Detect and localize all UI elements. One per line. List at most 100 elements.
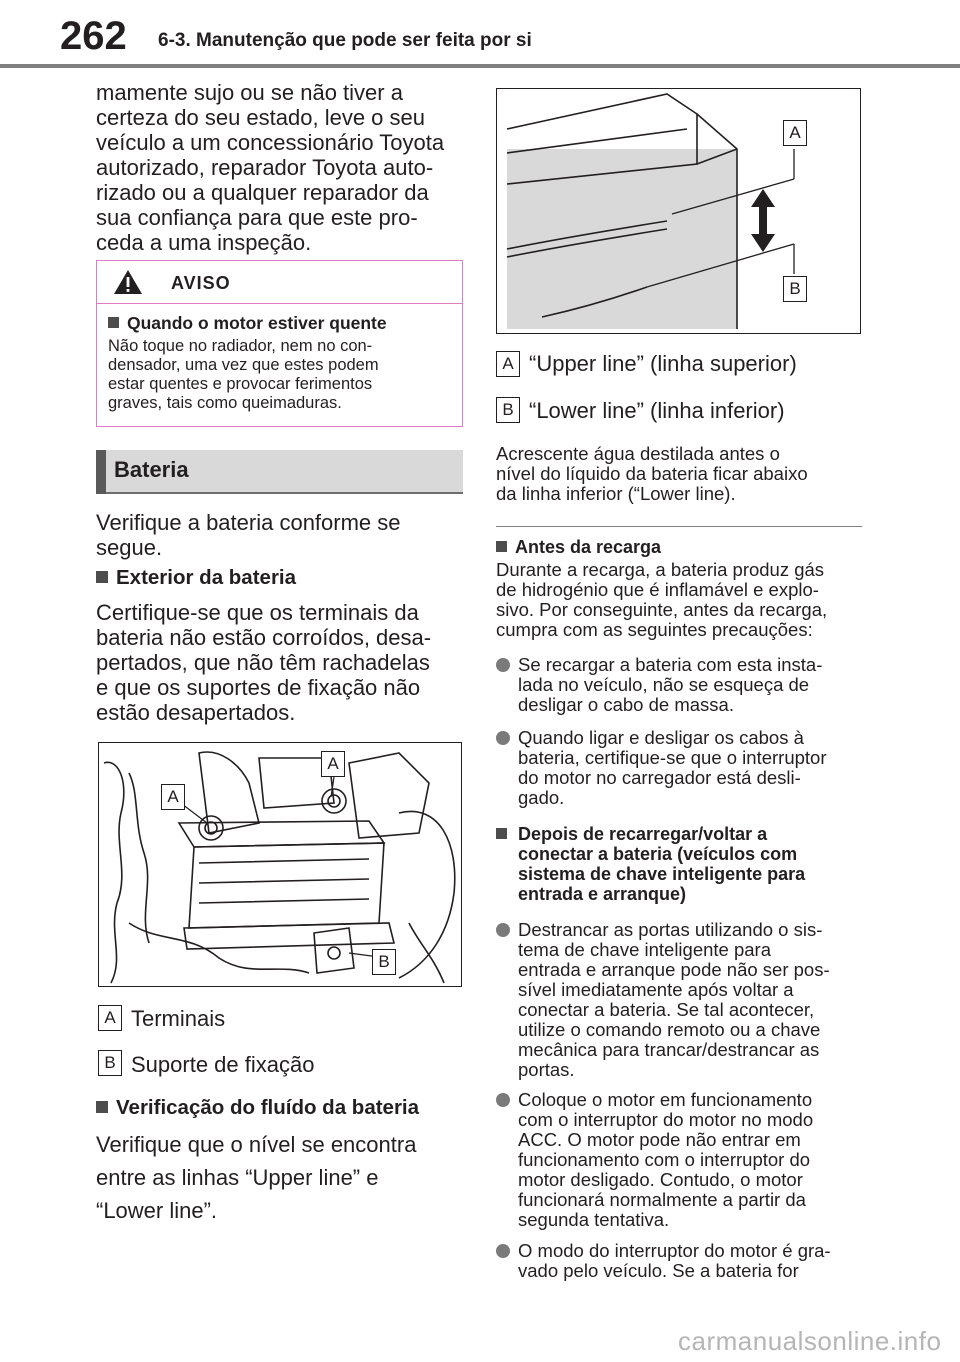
after-heading-line: Depois de recarregar/voltar a	[518, 824, 768, 844]
water-line: da linha inferior (“Lower line).	[496, 483, 736, 504]
page-number: 262	[60, 14, 127, 58]
before-charging-paragraph: Durante a recarga, a bateria produz gás …	[496, 560, 866, 640]
bullet-line: do motor no carregador está desli-	[518, 767, 801, 788]
bullet-line: utilize o comando remoto ou a chave	[518, 1019, 821, 1040]
figure-label-b: B	[783, 276, 807, 302]
figure-label-a: A	[161, 784, 185, 810]
intro-line: certeza do seu estado, leve o seu	[96, 105, 425, 130]
legend-key-a: A	[98, 1005, 122, 1031]
heading-bar	[96, 450, 106, 494]
fluid-paragraph: Verifique que o nível se encontra entre …	[96, 1128, 466, 1227]
legend-text-bracket: Suporte de fixação	[131, 1052, 315, 1077]
section-title: 6-3. Manutenção que pode ser feita por s…	[158, 30, 532, 51]
warning-text: Não toque no radiador, nem no con- densa…	[108, 337, 453, 413]
bullet-line: vado pelo veículo. Se a bateria for	[518, 1260, 799, 1281]
water-line: Acrescente água destilada antes o	[496, 443, 780, 464]
square-bullet-icon	[496, 828, 507, 839]
bullet-line: Destrancar as portas utilizando o sis-	[518, 919, 823, 940]
exterior-heading: Exterior da bateria	[96, 566, 296, 590]
exterior-line: bateria não estão corroídos, desa-	[96, 625, 432, 650]
legend-text-terminals: Terminais	[131, 1006, 226, 1031]
bullet-line: sível imediatamente após voltar a	[518, 979, 794, 1000]
intro-line: mamente sujo ou se não tiver a	[96, 80, 403, 105]
bullet-line: bateria, certifique-se que o interruptor	[518, 747, 827, 768]
battery-level-illustration	[506, 93, 795, 329]
bullet-line: lada no veículo, não se esqueça de	[518, 674, 810, 695]
before-line: sivo. Por conseguinte, antes da recarga,	[496, 599, 828, 620]
warning-line: graves, tais como queimaduras.	[108, 394, 342, 412]
bullet-line: funcionará normalmente a partir da	[518, 1189, 806, 1210]
before-line: Durante a recarga, a bateria produz gás	[496, 559, 825, 580]
intro-line: rizado ou a qualquer reparador da	[96, 180, 429, 205]
watermark: carmanualsonline.info	[678, 1326, 942, 1356]
fluid-level-figure: A B	[496, 88, 861, 334]
water-paragraph: Acrescente água destilada antes o nível …	[496, 444, 866, 504]
list-item: Destrancar as portas utilizando o sis- t…	[496, 920, 866, 1080]
bullet-line: segunda tentativa.	[518, 1209, 670, 1230]
bullet-line: Coloque o motor em funcionamento	[518, 1089, 813, 1110]
exterior-line: e que os suportes de fixação não	[96, 675, 421, 700]
list-item: Se recargar a bateria com esta insta- la…	[496, 655, 866, 715]
figure-label-b: B	[372, 949, 396, 975]
fluid-line: “Lower line”.	[96, 1198, 218, 1223]
intro-line: autorizado, reparador Toyota auto-	[96, 155, 434, 180]
after-heading-line: entrada e arranque)	[518, 884, 687, 904]
exterior-line: pertados, que não têm rachadelas	[96, 650, 430, 675]
check-line: Verifique a bateria conforme se	[96, 510, 401, 535]
warning-subtitle: Quando o motor estiver quente	[108, 313, 387, 334]
warning-header: AVISO	[97, 261, 462, 304]
fluid-heading: Verificação do fluído da bateria	[96, 1096, 419, 1120]
fluid-line: Verifique que o nível se encontra	[96, 1132, 417, 1157]
section-heading-label: Bateria	[114, 457, 189, 482]
fluid-line: entre as linhas “Upper line” e	[96, 1165, 379, 1190]
after-heading-line: sistema de chave inteligente para	[518, 864, 806, 884]
circle-bullet-icon	[496, 1244, 510, 1258]
bullet-line: gado.	[518, 787, 565, 808]
bullet-line: funcionamento com o interruptor do	[518, 1149, 811, 1170]
water-line: nível do líquido da bateria ficar abaixo	[496, 463, 808, 484]
legend-key-b: B	[98, 1050, 122, 1076]
legend-text-lower-line: “Lower line” (linha inferior)	[529, 398, 785, 423]
legend-key-b: B	[496, 397, 520, 423]
bullet-line: mecânica para trancar/destrancar as	[518, 1039, 820, 1060]
list-item: Coloque o motor em funcionamento com o i…	[496, 1090, 866, 1230]
battery-engine-illustration	[103, 751, 456, 984]
intro-paragraph: mamente sujo ou se não tiver a certeza d…	[96, 80, 466, 255]
before-line: de hidrogénio que é inflamável e explo-	[496, 579, 819, 600]
battery-terminals-figure: A A B	[98, 742, 462, 987]
before-charging-heading: Antes da recarga	[496, 537, 661, 558]
warning-line: estar quentes e provocar ferimentos	[108, 375, 373, 393]
intro-line: veículo a um concessionário Toyota	[96, 130, 445, 155]
bullet-line: Quando ligar e desligar os cabos à	[518, 727, 804, 748]
list-item: O modo do interruptor do motor é gra- va…	[496, 1241, 866, 1281]
figure-label-a: A	[321, 751, 345, 777]
circle-bullet-icon	[496, 1093, 510, 1107]
after-charging-heading: Depois de recarregar/voltar a conectar a…	[496, 824, 866, 904]
circle-bullet-icon	[496, 658, 510, 672]
bullet-line: entrada e arranque pode não ser pos-	[518, 959, 830, 980]
intro-line: ceda a uma inspeção.	[96, 230, 312, 255]
figure-label-a: A	[783, 120, 807, 146]
header-rule	[0, 64, 960, 68]
legend-key-a: A	[496, 351, 520, 377]
list-item: Quando ligar e desligar os cabos à bater…	[496, 728, 866, 808]
exterior-line: Certifique-se que os terminais da	[96, 600, 419, 625]
warning-title: AVISO	[171, 273, 231, 293]
intro-line: sua confiança para que este pro-	[96, 205, 418, 230]
warning-triangle-icon	[114, 270, 142, 294]
square-bullet-icon	[96, 1100, 108, 1113]
square-bullet-icon	[96, 570, 108, 583]
legend-text-upper-line: “Upper line” (linha superior)	[529, 351, 797, 376]
circle-bullet-icon	[496, 923, 510, 937]
exterior-line: estão desapertados.	[96, 700, 296, 725]
check-paragraph: Verifique a bateria conforme se segue.	[96, 510, 466, 560]
after-heading-line: conectar a bateria (veículos com	[518, 844, 798, 864]
bullet-line: motor desligado. Contudo, o motor	[518, 1169, 803, 1190]
bullet-line: conectar a bateria. Se tal acontecer,	[518, 999, 815, 1020]
bullet-line: Se recargar a bateria com esta insta-	[518, 654, 823, 675]
bullet-line: ACC. O motor pode não entrar em	[518, 1129, 801, 1150]
bullet-line: O modo do interruptor do motor é gra-	[518, 1240, 831, 1261]
bullet-line: desligar o cabo de massa.	[518, 694, 734, 715]
warning-box: AVISO Quando o motor estiver quente Não …	[96, 260, 463, 427]
check-line: segue.	[96, 535, 163, 560]
